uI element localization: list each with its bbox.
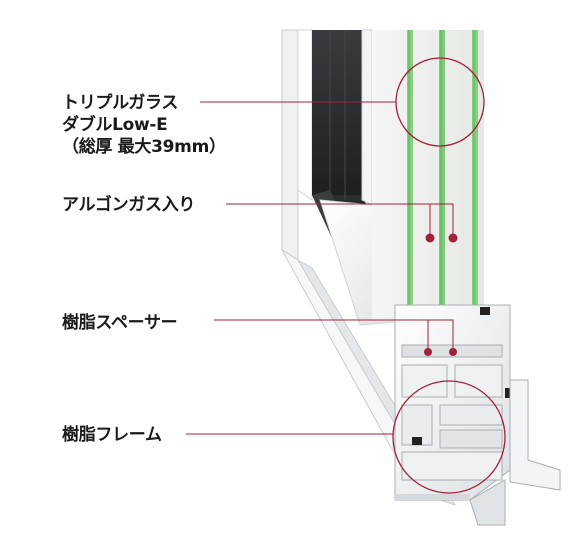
triple-glass-line-2: ダブルLow-E <box>62 115 168 135</box>
glass-pane-3 <box>472 30 478 320</box>
argon-gas-label: アルゴンガス入り <box>62 195 196 215</box>
resin-spacer-label: 樹脂スペーサー <box>62 313 178 333</box>
argon-dot-1 <box>425 233 435 243</box>
triple-glass-panes <box>372 30 484 320</box>
spacer-dot-2 <box>449 348 457 356</box>
resin-frame-label: 樹脂フレーム <box>62 425 162 445</box>
glass-pane-2 <box>439 30 445 320</box>
leader-lines <box>186 101 454 435</box>
triple-glass-line-3: （総厚 最大39mm） <box>62 137 226 157</box>
frame-callout-circle <box>392 380 506 494</box>
argon-dot-2 <box>448 233 458 243</box>
leader-argon-2 <box>430 203 454 238</box>
glass-pane-1 <box>407 30 413 320</box>
spacer-dot-1 <box>424 348 432 356</box>
resin-frame-section <box>394 304 561 526</box>
triple-glass-label: トリプルガラス ダブルLow-E （総厚 最大39mm） <box>62 92 226 158</box>
leader-spacer-2 <box>428 319 454 352</box>
triple-glass-line-1: トリプルガラス <box>62 93 179 113</box>
